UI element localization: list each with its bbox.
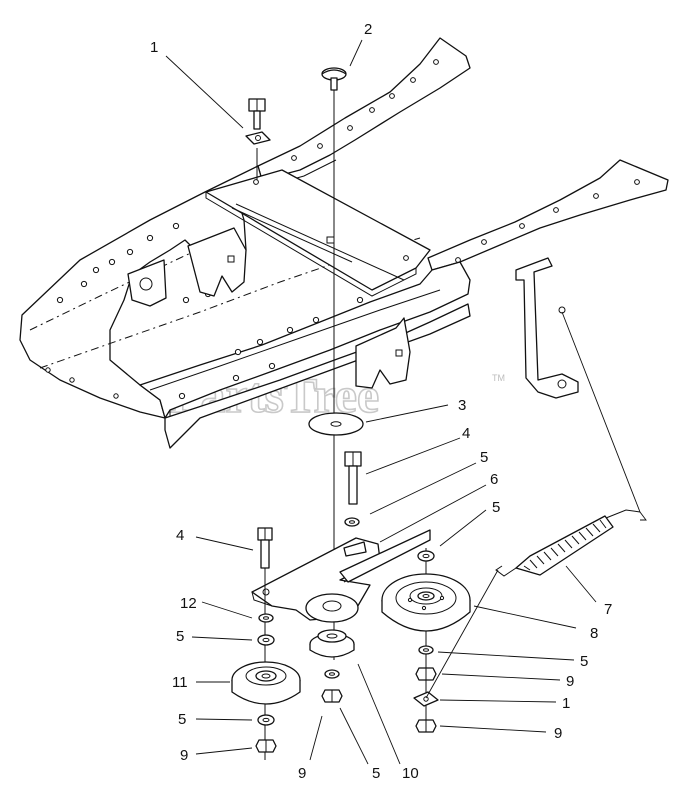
callout-12: 12 [180,595,197,612]
idler-arm-6 [251,537,381,623]
mower-frame [19,165,471,449]
bushing-10 [309,629,355,658]
frame-holes [45,222,364,400]
callout-9-right-lower: 9 [554,725,562,742]
washer-5-lower-center [324,669,340,679]
callout-1-top: 1 [150,39,158,56]
callout-4-center: 4 [462,425,470,442]
hex-bolt-1-top [245,98,271,180]
rail-holes [291,59,439,161]
nut-9-lower-center [321,689,343,703]
callout-4-left: 4 [176,527,184,544]
callout-3: 3 [458,397,466,414]
washer-5-right-upper [417,550,435,562]
callout-7: 7 [604,601,612,618]
upper-frame-rail [257,37,471,187]
callout-2: 2 [364,21,372,38]
right-hanger-tab [355,317,411,389]
callout-5-left-lower: 5 [178,711,186,728]
mount-plate [205,169,431,297]
washer-5-center [344,517,360,527]
lower-frame-rail [427,159,669,271]
callout-9-right-upper: 9 [566,673,574,690]
callout-9-center: 9 [298,765,306,782]
callout-10: 10 [402,765,419,782]
spring-anchor-1 [413,691,439,707]
hex-bolt-4-center [344,451,362,505]
center-hanger-tab [187,227,247,297]
carriage-bolt-2 [321,67,347,91]
callout-labels: 1 2 3 4 5 6 5 4 12 5 11 5 9 9 5 10 7 8 5… [150,21,612,782]
nut-9-left [255,739,277,753]
leader-lines [165,39,597,765]
callout-5-right-lower: 5 [580,653,588,670]
pulley-11 [231,661,301,705]
washer-3 [308,412,364,436]
nut-9-right-upper [415,667,437,681]
lower-rail-holes [455,179,640,263]
callout-5-center-washer: 5 [480,449,488,466]
spring-end-wire [425,569,499,699]
spacer-12 [258,613,274,623]
callout-8: 8 [590,625,598,642]
extension-spring [495,509,641,577]
watermark-trademark: TM [492,373,505,383]
idler-pulley-8 [381,573,471,632]
callout-6: 6 [490,471,498,488]
spring-hook-wire [561,311,647,521]
callout-1-right: 1 [562,695,570,712]
washer-5-right-lower [418,645,434,655]
washer-5-left-lower [257,714,275,726]
callout-5-left-upper: 5 [176,628,184,645]
callout-5-center-lower: 5 [372,765,380,782]
callout-5-right-upper: 5 [492,499,500,516]
washer-5-left-upper [257,634,275,646]
callout-11: 11 [172,674,188,691]
idler-arm-extension [339,529,431,583]
nut-9-right-lower [415,719,437,733]
callout-9-left: 9 [180,747,188,764]
